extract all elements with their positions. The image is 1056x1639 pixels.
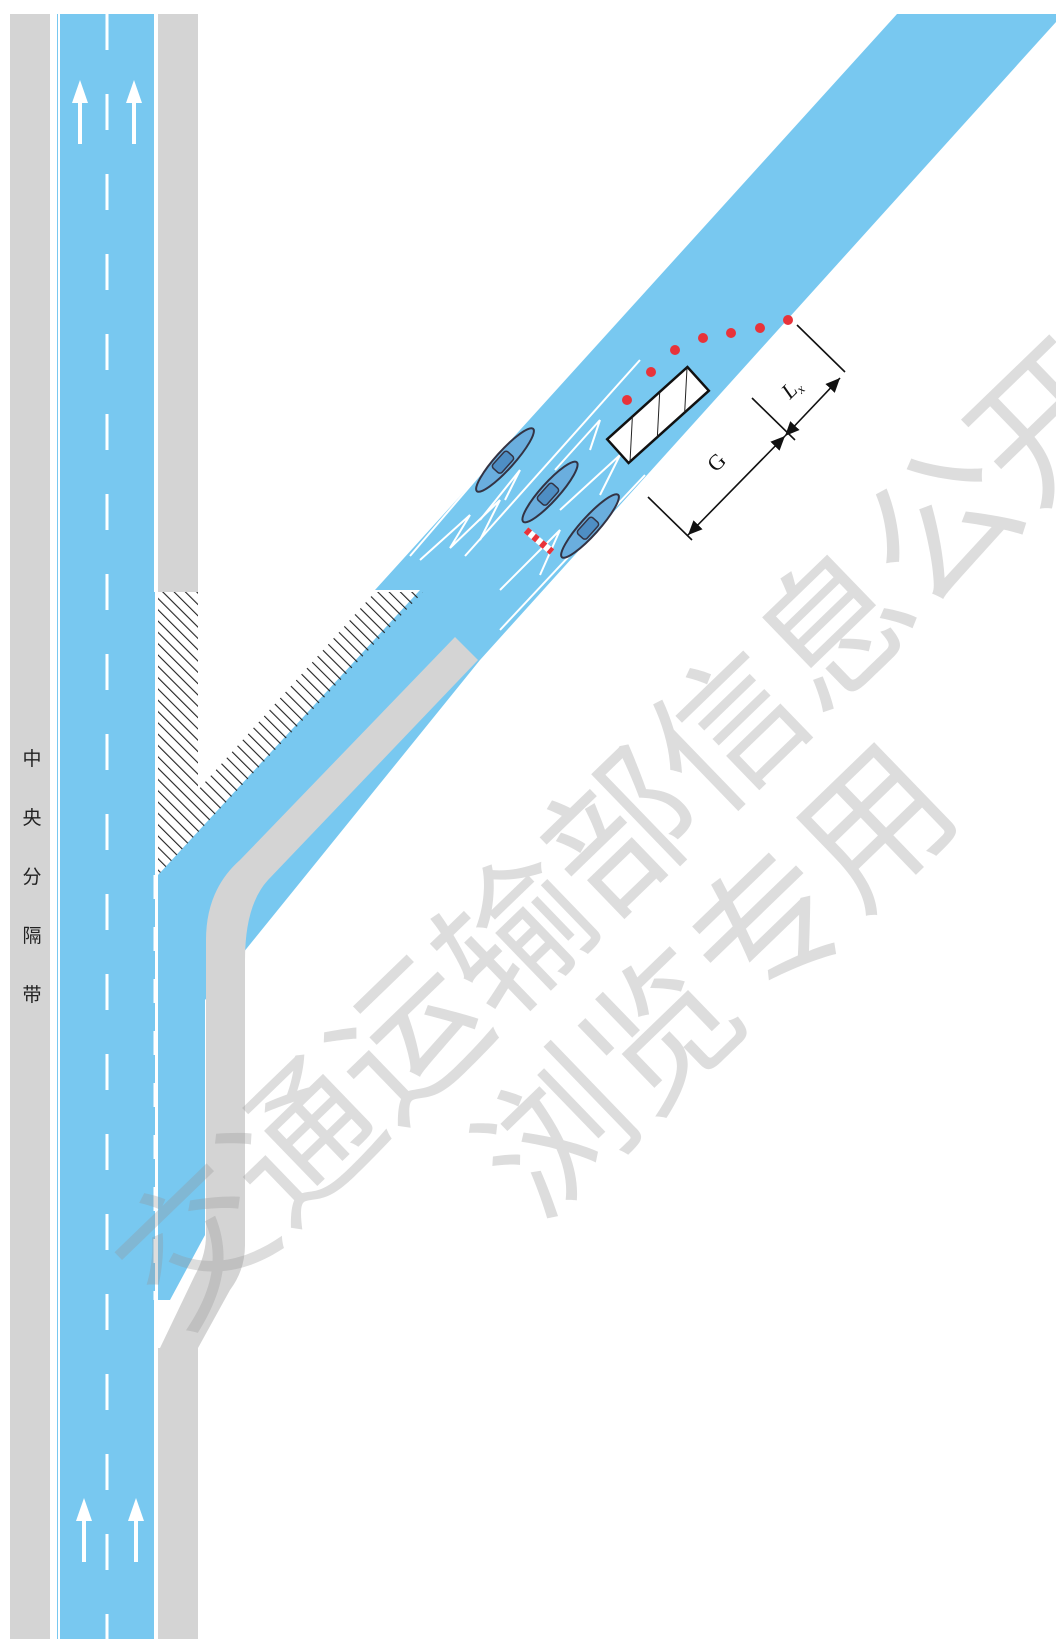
traffic-cone-icon: [646, 367, 656, 377]
ramp-outer-shoulder: [160, 637, 478, 1348]
median-label-char: 带: [22, 984, 42, 1006]
right-shoulder-lower: [158, 1348, 198, 1639]
median-label-char: 隔: [22, 925, 42, 947]
dimension-label-l: Lx: [775, 373, 808, 406]
traffic-cone-icon: [622, 395, 632, 405]
median-label-char: 分: [22, 866, 42, 888]
median-label: 中 央 分 隔 带: [18, 730, 46, 1025]
gore-hatch-area: [158, 592, 423, 875]
traffic-cone-icon: [783, 315, 793, 325]
vehicle-icon: [560, 493, 620, 559]
merge-area: [158, 875, 205, 1300]
barrier-icon: [523, 527, 555, 555]
dimension-lx: [784, 324, 846, 437]
traffic-cone-row: [622, 315, 793, 405]
arrow-up-icon: [72, 80, 88, 144]
traffic-cone-icon: [698, 333, 708, 343]
right-shoulder-upper: [158, 14, 198, 592]
vehicle-icon: [521, 460, 579, 524]
arrow-up-icon: [128, 1498, 144, 1562]
dimension-label-g: G: [702, 448, 731, 477]
traffic-cone-icon: [726, 328, 736, 338]
work-zone-block-icon: [605, 365, 711, 465]
traffic-cone-icon: [755, 323, 765, 333]
traffic-cone-icon: [670, 345, 680, 355]
arrow-up-icon: [76, 1498, 92, 1562]
median-label-char: 中: [22, 748, 42, 770]
median-label-char: 央: [22, 807, 42, 829]
arrow-up-icon: [126, 80, 142, 144]
vehicle-icon: [475, 427, 535, 493]
median-shoulder: [10, 14, 50, 1639]
